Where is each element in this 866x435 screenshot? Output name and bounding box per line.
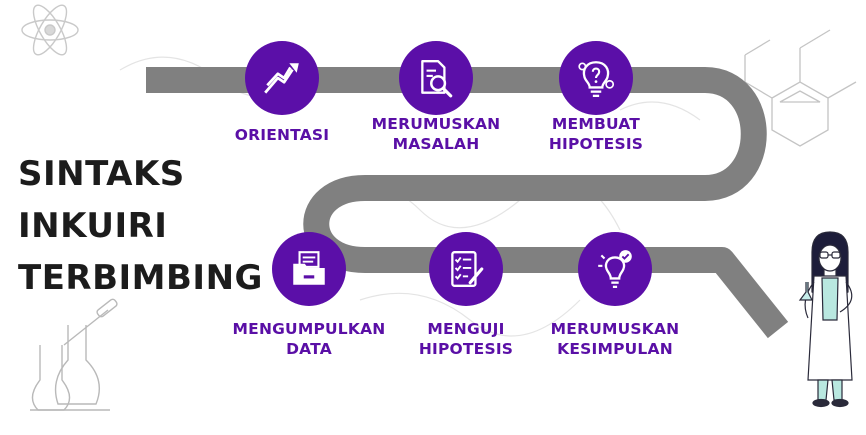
step-node-orientasi	[245, 41, 319, 115]
step-label: ORIENTASI	[197, 125, 367, 145]
lightbulb-question-icon	[578, 61, 615, 98]
step-label-line: ORIENTASI	[234, 126, 330, 144]
zigzag-arrow-icon	[264, 63, 299, 94]
step-node-merumuskan-kesimpulan	[578, 232, 652, 306]
step-label: MENGUMPULKAN DATA	[224, 319, 394, 359]
step-label-line: HIPOTESIS	[418, 340, 514, 358]
step-label-line: DATA	[286, 340, 332, 358]
step-label-line: MEMBUAT	[551, 115, 641, 133]
step-node-menguji-hipotesis	[429, 232, 503, 306]
step-label-line: MENGUJI	[427, 320, 505, 338]
step-node-merumuskan-masalah	[399, 41, 473, 115]
title-line: TERBIMBING	[18, 258, 263, 298]
title-line: SINTAKS	[18, 154, 185, 194]
flask-sketch	[30, 298, 118, 411]
step-node-mengumpulkan-data	[272, 232, 346, 306]
page-title: SINTAKS INKUIRI TERBIMBING	[18, 148, 263, 304]
checklist-icon	[451, 251, 484, 287]
document-search-icon	[421, 60, 453, 98]
step-label-line: KESIMPULAN	[557, 340, 673, 358]
step-label-line: MERUMUSKAN	[371, 115, 501, 133]
lab-coat	[807, 275, 853, 381]
folder-icon	[293, 251, 325, 285]
step-label-line: HIPOTESIS	[548, 135, 644, 153]
step-label-line: MERUMUSKAN	[550, 320, 680, 338]
lightbulb-check-icon	[598, 250, 632, 289]
step-label: MERUMUSKAN MASALAH	[351, 114, 521, 154]
step-node-membuat-hipotesis	[559, 41, 633, 115]
title-line: INKUIRI	[18, 206, 168, 246]
step-label: MENGUJI HIPOTESIS	[381, 319, 551, 359]
step-label-line: MENGUMPULKAN	[232, 320, 386, 338]
molecule-sketch	[744, 29, 857, 147]
step-label: MERUMUSKAN KESIMPULAN	[530, 319, 700, 359]
step-label: MEMBUAT HIPOTESIS	[511, 114, 681, 154]
atom-sketch	[21, 4, 79, 56]
step-label-line: MASALAH	[392, 135, 480, 153]
